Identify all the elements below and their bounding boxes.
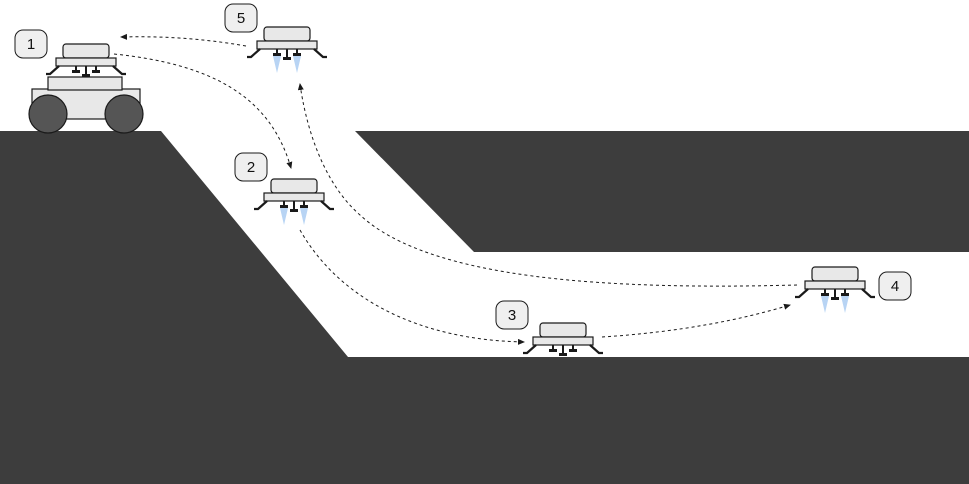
step-label: 5 bbox=[237, 10, 245, 27]
path-4-to-5 bbox=[297, 83, 798, 287]
step-badge-2: 2 bbox=[234, 152, 268, 182]
drone-icon bbox=[521, 321, 605, 358]
step-label: 1 bbox=[27, 36, 35, 53]
rover-icon bbox=[28, 76, 144, 134]
path-3-to-4 bbox=[601, 303, 791, 338]
step-badge-3: 3 bbox=[495, 300, 529, 330]
step-badge-1: 1 bbox=[14, 29, 48, 59]
drone-step-3 bbox=[521, 321, 605, 358]
drone-icon bbox=[793, 265, 877, 302]
terrain-upper-ledge bbox=[355, 131, 969, 252]
drone-step-1 bbox=[44, 42, 128, 79]
drone-step-4 bbox=[793, 265, 877, 313]
drone-icon bbox=[245, 25, 329, 62]
drone-step-2 bbox=[252, 177, 336, 225]
step-label: 4 bbox=[891, 278, 899, 295]
terrain-lower bbox=[0, 131, 969, 484]
step-badge-4: 4 bbox=[878, 271, 912, 301]
drone-icon bbox=[44, 42, 128, 79]
step-label: 3 bbox=[508, 307, 516, 324]
step-label: 2 bbox=[247, 159, 255, 176]
path-2-to-3 bbox=[299, 229, 525, 345]
path-1-to-2 bbox=[113, 53, 293, 169]
flight-path bbox=[113, 33, 798, 345]
drone-icon bbox=[252, 177, 336, 214]
drone-step-5 bbox=[245, 25, 329, 73]
path-5-to-1 bbox=[120, 33, 247, 47]
step-badge-5: 5 bbox=[224, 3, 258, 33]
